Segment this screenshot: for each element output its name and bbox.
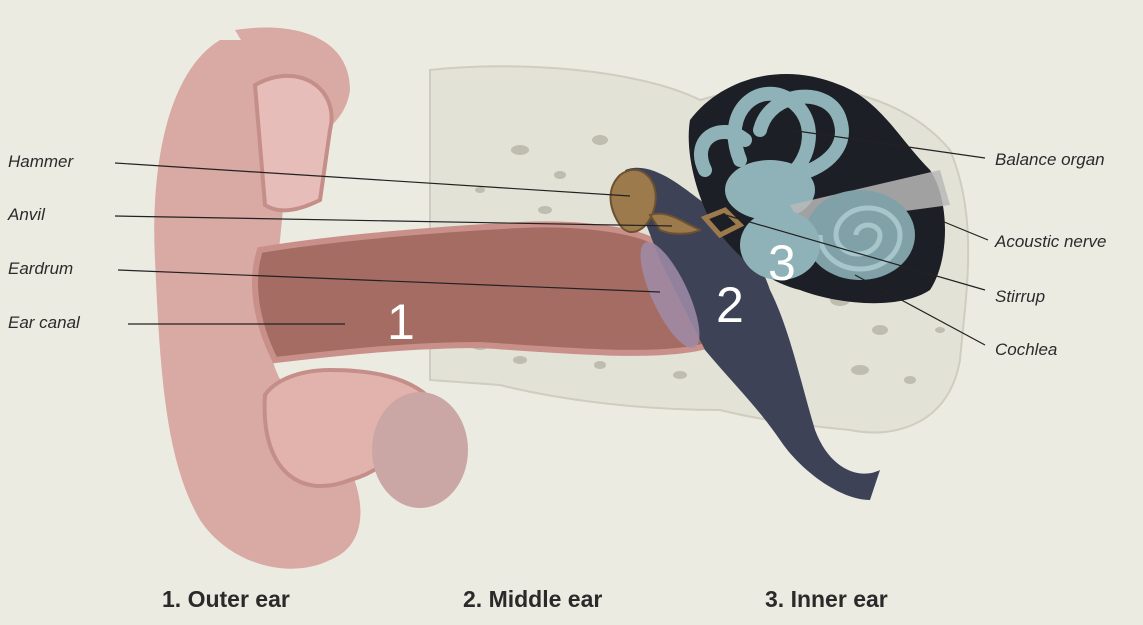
label-anvil: Anvil (8, 205, 45, 225)
region-number-outer: 1 (387, 297, 415, 347)
helix-inner (255, 76, 332, 211)
label-hammer: Hammer (8, 152, 73, 172)
caption-inner-ear: 3. Inner ear (765, 586, 888, 613)
caption-middle-ear: 2. Middle ear (463, 586, 602, 613)
label-cochlea: Cochlea (995, 340, 1057, 360)
label-acoustic-nerve: Acoustic nerve (995, 232, 1107, 252)
label-ear-canal: Ear canal (8, 313, 80, 333)
label-stirrup: Stirrup (995, 287, 1045, 307)
label-balance-organ: Balance organ (995, 150, 1105, 170)
ear-canal (255, 224, 710, 360)
region-number-middle: 2 (716, 280, 744, 330)
label-eardrum: Eardrum (8, 259, 73, 279)
caption-outer-ear: 1. Outer ear (162, 586, 290, 613)
ear-lobe (372, 392, 468, 508)
region-number-inner: 3 (768, 238, 796, 288)
